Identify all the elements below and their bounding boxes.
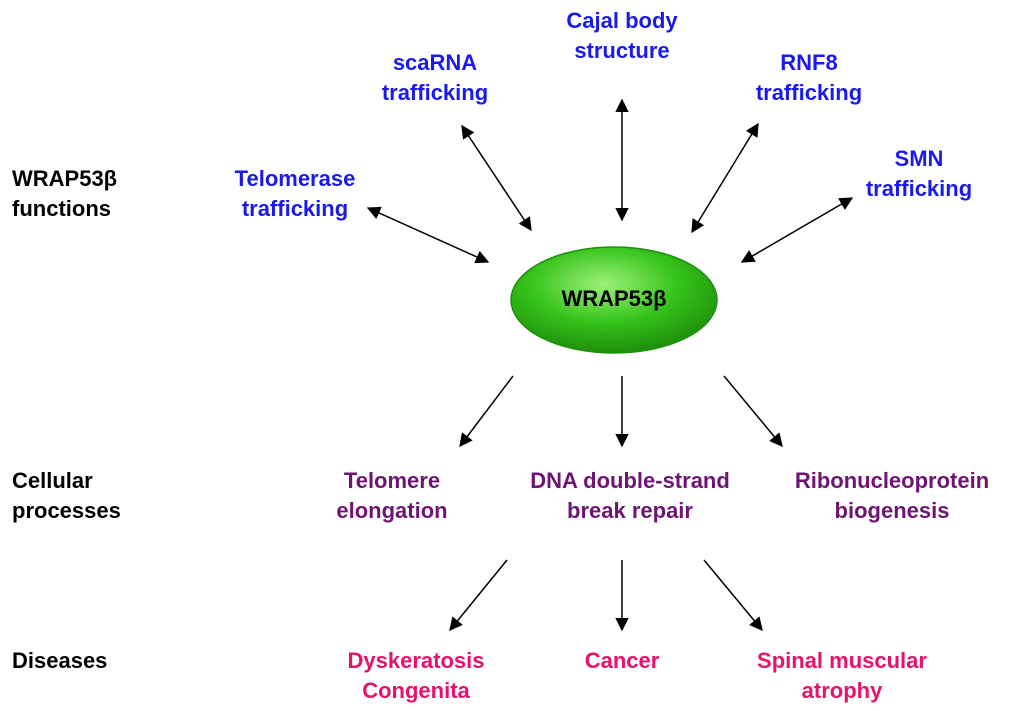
row-label-diseases: Diseases	[12, 648, 108, 673]
arrow-smn	[740, 197, 854, 263]
function-cajal: Cajal body structure	[566, 8, 678, 63]
arrow-telomerase	[366, 206, 490, 264]
function-smn: SMN trafficking	[865, 146, 973, 201]
function-rnf8: RNF8 trafficking	[755, 50, 863, 105]
wrap53b-node	[510, 246, 718, 354]
arrow-to-rnp	[723, 375, 783, 448]
disease-dyskeratosis: Dyskeratosis Congenita	[347, 648, 485, 703]
arrow-rnf8	[691, 122, 759, 234]
disease-cancer: Cancer	[584, 648, 660, 673]
function-scarna: scaRNA trafficking	[381, 50, 489, 105]
arrow-to-dyskeratosis	[449, 559, 508, 632]
arrow-scarna	[461, 124, 532, 232]
disease-sma: Spinal muscular atrophy	[757, 648, 927, 703]
process-telomere: Telomere elongation	[336, 468, 448, 523]
center-label: WRAP53β	[561, 286, 667, 311]
arrow-to-sma	[703, 559, 763, 632]
process-dna: DNA double-strand break repair	[530, 468, 730, 523]
row-label-processes: Cellular processes	[12, 468, 121, 523]
row-label-functions: WRAP53β functions	[12, 166, 118, 221]
arrow-to-telomere	[459, 375, 514, 448]
process-rnp: Ribonucleoprotein biogenesis	[794, 468, 990, 523]
function-telomerase: Telomerase trafficking	[234, 166, 356, 221]
